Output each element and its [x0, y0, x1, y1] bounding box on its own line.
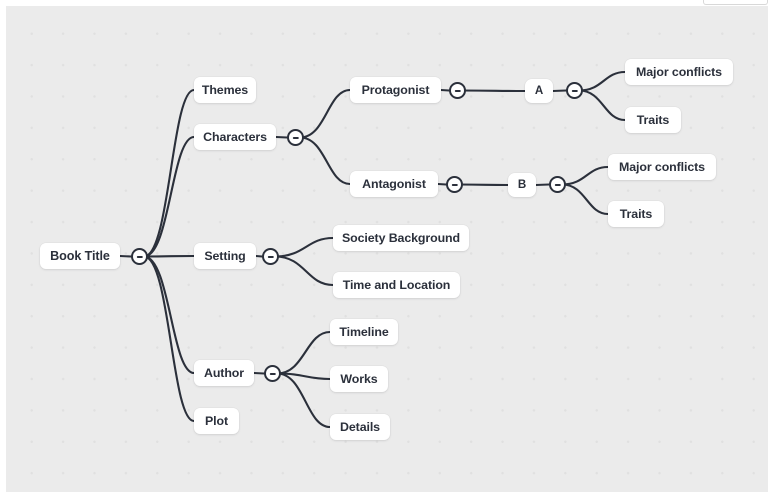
- node-label: Time and Location: [342, 277, 451, 292]
- collapse-toggle-protagonist[interactable]: [449, 82, 466, 99]
- node-label: Book Title: [50, 248, 110, 263]
- edge-setting-to-time-and-location: [273, 255, 335, 287]
- mindmap-node-time-and-location[interactable]: Time and Location: [333, 272, 460, 298]
- node-label: Major conflicts: [619, 159, 705, 174]
- node-label: Society Background: [341, 230, 460, 245]
- edge-stub-antagonist: [436, 182, 448, 186]
- collapse-toggle-node-b[interactable]: [549, 176, 566, 193]
- node-label: Setting: [204, 248, 246, 263]
- edge-node-b-to-major-conflicts-b: [560, 165, 610, 186]
- edge-author-to-details: [275, 372, 332, 429]
- node-label: Protagonist: [361, 82, 430, 97]
- edge-stub-node-a: [551, 89, 568, 93]
- edge-protagonist-to-node-a: [460, 89, 527, 93]
- node-label: Traits: [619, 206, 653, 221]
- mindmap-node-characters[interactable]: Characters: [194, 124, 276, 150]
- node-label: Works: [340, 371, 378, 386]
- mindmap-node-major-conflicts-b[interactable]: Major conflicts: [608, 154, 716, 180]
- mindmap-node-setting[interactable]: Setting: [194, 243, 256, 269]
- edge-book-title-to-author: [142, 255, 196, 375]
- mindmap-node-works[interactable]: Works: [330, 366, 388, 392]
- node-label: Themes: [201, 82, 249, 97]
- mindmap-node-details[interactable]: Details: [330, 414, 390, 440]
- toolbar-sliver[interactable]: [703, 0, 768, 5]
- mindmap-node-plot[interactable]: Plot: [194, 408, 239, 434]
- mindmap-node-major-conflicts-a[interactable]: Major conflicts: [625, 59, 733, 85]
- mindmap-node-book-title[interactable]: Book Title: [40, 243, 120, 269]
- edge-book-title-to-themes: [142, 88, 196, 258]
- collapse-toggle-node-a[interactable]: [566, 82, 583, 99]
- collapse-toggle-book-title[interactable]: [131, 248, 148, 265]
- mindmap-node-themes[interactable]: Themes: [194, 77, 256, 103]
- node-label: Major conflicts: [636, 64, 722, 79]
- node-label: Characters: [203, 129, 267, 144]
- edge-author-to-timeline: [275, 330, 332, 375]
- edge-author-to-works: [275, 372, 332, 381]
- collapse-toggle-characters[interactable]: [287, 129, 304, 146]
- edge-characters-to-antagonist: [298, 136, 352, 186]
- node-label: Timeline: [339, 324, 389, 339]
- edge-book-title-to-characters: [142, 135, 196, 258]
- edge-stub-characters: [274, 135, 289, 139]
- edge-stub-protagonist: [439, 88, 451, 92]
- mindmap-node-protagonist[interactable]: Protagonist: [350, 77, 441, 103]
- edge-characters-to-protagonist: [298, 88, 352, 139]
- node-label: Antagonist: [362, 176, 426, 191]
- edge-node-b-to-traits-b: [560, 183, 610, 216]
- edge-node-a-to-traits-a: [577, 89, 627, 122]
- node-label: Author: [203, 365, 244, 380]
- node-label: B: [517, 178, 527, 192]
- node-label: Plot: [204, 413, 228, 428]
- edge-stub-book-title: [118, 254, 133, 258]
- node-label: A: [534, 84, 544, 98]
- node-label: Traits: [636, 112, 670, 127]
- edge-book-title-to-plot: [142, 255, 196, 423]
- edge-antagonist-to-node-b: [457, 183, 510, 187]
- mindmap-node-traits-a[interactable]: Traits: [625, 107, 681, 133]
- mindmap-node-timeline[interactable]: Timeline: [330, 319, 398, 345]
- collapse-toggle-antagonist[interactable]: [446, 176, 463, 193]
- mindmap-node-society-background[interactable]: Society Background: [333, 225, 469, 251]
- edge-node-a-to-major-conflicts-a: [577, 70, 627, 92]
- collapse-toggle-author[interactable]: [264, 365, 281, 382]
- node-label: Details: [340, 419, 380, 434]
- mindmap-node-author[interactable]: Author: [194, 360, 254, 386]
- edge-stub-node-b: [534, 183, 551, 187]
- mindmap-node-node-a[interactable]: A: [525, 79, 553, 103]
- mindmap-node-antagonist[interactable]: Antagonist: [350, 171, 438, 197]
- edge-book-title-to-setting: [142, 254, 196, 258]
- edge-setting-to-society-background: [273, 236, 335, 258]
- mindmap-node-node-b[interactable]: B: [508, 173, 536, 197]
- collapse-toggle-setting[interactable]: [262, 248, 279, 265]
- mindmap-node-traits-b[interactable]: Traits: [608, 201, 664, 227]
- edge-stub-author: [252, 371, 266, 375]
